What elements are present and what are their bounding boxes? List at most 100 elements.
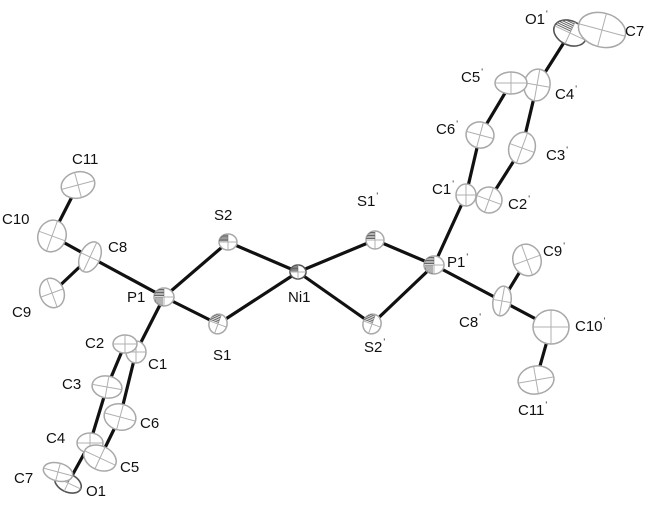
atom-label-text: C7 <box>14 470 34 487</box>
atom-label-S2p: S2' <box>364 337 386 356</box>
atom-C10p <box>532 309 570 345</box>
atom-label-C1: C1 <box>148 357 167 372</box>
atom-label-text: C6 <box>436 121 456 138</box>
atom-label-P1: P1 <box>127 290 145 305</box>
atom-C9 <box>38 277 66 309</box>
bond-P1-S2 <box>162 240 230 299</box>
atom-label-text: C8 <box>459 314 479 331</box>
atom-S1 <box>208 313 228 335</box>
atom-C1p <box>455 183 477 207</box>
atom-C5p <box>494 71 528 95</box>
atom-label-text: P1 <box>447 254 466 271</box>
atom-label-O1p: O1' <box>525 9 548 28</box>
atom-label-text: S1 <box>357 193 376 210</box>
atom-label-C5: C5 <box>120 460 139 475</box>
atom-label-text: C10 <box>2 211 30 228</box>
atom-label-text: C8 <box>108 239 128 256</box>
atom-Ni1 <box>289 264 307 280</box>
bond-P1p-S2p <box>370 263 436 326</box>
prime-mark: ' <box>603 316 606 326</box>
atom-label-text: C11 <box>518 402 545 419</box>
prime-mark: ' <box>566 145 568 155</box>
atom-label-C10: C10 <box>2 212 30 227</box>
prime-mark: ' <box>528 194 530 204</box>
atom-label-text: C3 <box>62 376 82 393</box>
prime-mark: ' <box>383 337 386 347</box>
atom-S2 <box>218 233 238 251</box>
bond-Ni1-S2 <box>226 240 300 274</box>
atom-label-C11p: C11' <box>518 400 548 419</box>
atom-C7p <box>577 11 627 49</box>
atom-label-Ni1: Ni1 <box>288 290 311 305</box>
atom-label-C10p: C10' <box>575 316 606 335</box>
atom-label-text: C1 <box>148 356 168 373</box>
atom-C6p <box>465 121 495 149</box>
atom-C11 <box>60 170 96 200</box>
atom-label-C9: C9 <box>12 305 31 320</box>
atom-C7 <box>42 461 74 483</box>
bond-Ni1-S2p <box>296 270 374 326</box>
atom-label-text: S2 <box>214 207 233 224</box>
atom-S2p <box>362 313 382 335</box>
atom-label-C4p: C4' <box>555 84 577 103</box>
atom-label-text: C1 <box>432 181 452 198</box>
atom-label-text: C10 <box>575 318 603 335</box>
atom-label-C2p: C2' <box>508 194 530 213</box>
prime-mark: ' <box>563 241 565 251</box>
atom-label-text: P1 <box>127 289 146 306</box>
atom-label-C4: C4 <box>46 431 65 446</box>
atom-label-C11: C11 <box>72 152 98 167</box>
atom-label-P1p: P1' <box>447 253 468 271</box>
atom-label-text: C4 <box>555 86 575 103</box>
bond-P1p-S1p <box>373 238 436 267</box>
atom-label-C8p: C8' <box>459 312 481 331</box>
bond-Ni1-S1p <box>296 238 377 274</box>
atom-label-text: C6 <box>140 415 160 432</box>
atom-label-text: Ni1 <box>288 289 311 306</box>
atom-label-C3: C3 <box>62 377 81 392</box>
atom-label-text: C2 <box>85 335 105 352</box>
bond-P1-C8 <box>88 255 166 299</box>
atom-label-S2: S2 <box>214 208 232 223</box>
atom-C4p <box>523 68 551 102</box>
atom-label-S1: S1 <box>213 348 231 363</box>
atom-label-text: O1 <box>525 11 546 28</box>
atom-label-S1p: S1' <box>357 191 379 210</box>
atom-label-text: S1 <box>213 347 232 364</box>
prime-mark: ' <box>546 9 548 19</box>
prime-mark: ' <box>456 119 458 129</box>
atom-label-text: O1 <box>86 483 107 500</box>
bond-P1p-C8p <box>432 263 504 303</box>
atom-C6 <box>103 403 137 431</box>
atom-label-text: C5 <box>461 69 481 86</box>
atom-label-text: C3 <box>546 147 566 164</box>
atom-label-C1p: C1' <box>432 180 454 198</box>
prime-mark: ' <box>376 191 379 201</box>
atom-label-text: C7 <box>625 23 645 40</box>
atom-label-text: C4 <box>46 430 66 447</box>
atom-C10 <box>37 219 67 253</box>
bond-Ni1-S1 <box>216 270 300 326</box>
prime-mark: ' <box>479 312 481 322</box>
atom-C2 <box>112 334 138 354</box>
atom-label-C5p: C5' <box>461 68 483 86</box>
atom-label-text: C9 <box>543 243 563 260</box>
atom-label-C2: C2 <box>85 336 104 351</box>
atom-label-C7p: C7 <box>625 24 644 39</box>
atom-C11p <box>517 365 555 395</box>
atom-label-text: C5 <box>120 459 140 476</box>
atom-P1 <box>153 287 175 307</box>
atom-label-text: C9 <box>12 304 32 321</box>
atom-label-C6p: C6' <box>436 119 458 138</box>
atoms-layer <box>37 11 627 494</box>
atom-label-C6: C6 <box>140 416 159 431</box>
prime-mark: ' <box>575 84 577 94</box>
atom-C9p <box>512 243 542 277</box>
atom-label-C7: C7 <box>14 471 33 486</box>
atom-S1p <box>365 230 385 250</box>
atom-C5 <box>83 444 117 472</box>
prime-mark: ' <box>545 400 548 410</box>
atom-label-text: S2 <box>364 339 383 356</box>
